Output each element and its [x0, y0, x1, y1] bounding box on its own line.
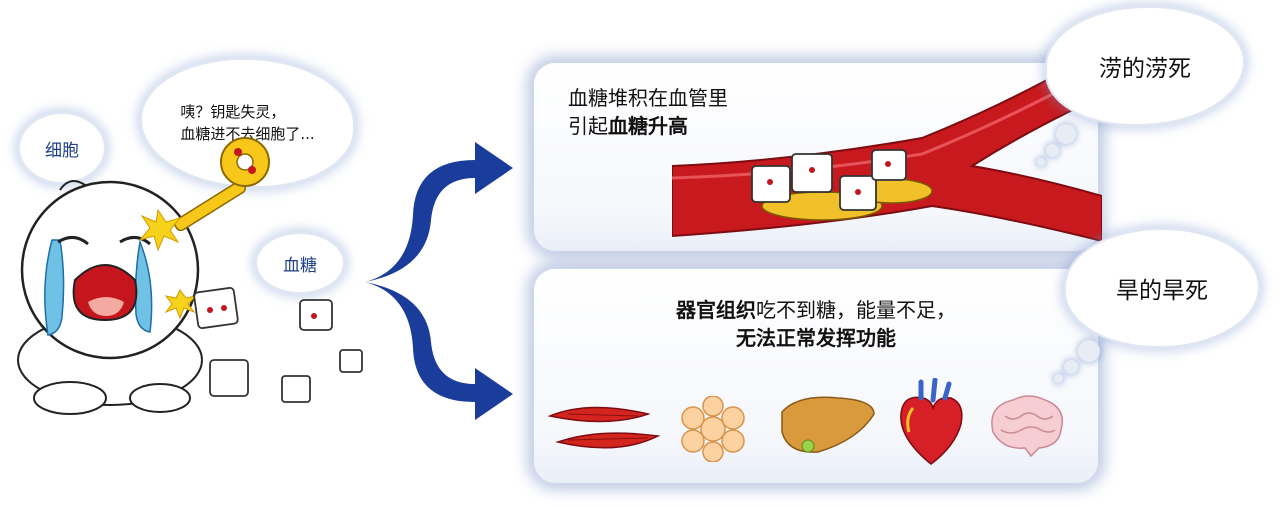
- key-icon: [174, 137, 270, 232]
- panel-top-line-2: 引起血糖升高: [568, 114, 688, 138]
- cloud-glucose-label: 血糖: [255, 232, 345, 294]
- thought-bottom-text: 旱的旱死: [1116, 278, 1208, 304]
- cell-label: 细胞: [45, 140, 79, 161]
- speech-line-2: 血糖进不去细胞了...: [180, 125, 315, 143]
- thought-dot: [1037, 158, 1045, 166]
- liver-icon: [781, 396, 875, 453]
- glucose-clump: [751, 149, 933, 221]
- cloud-cell-label: 细胞: [18, 112, 106, 184]
- thought-dot: [1078, 340, 1100, 362]
- thought-dot: [1056, 124, 1076, 144]
- thought-dot: [1064, 360, 1078, 374]
- crying-cell-illustration: [17, 137, 363, 415]
- thought-top-text: 涝的涝死: [1099, 56, 1191, 82]
- panel-top-emphasis: 血糖升高: [608, 114, 688, 138]
- panel-bottom-line-1: 器官组织吃不到糖，能量不足，: [676, 298, 956, 322]
- fat-cells-icon: [681, 396, 745, 462]
- panel-bottom-line-2: 无法正常发挥功能: [533, 324, 1099, 352]
- thought-cloud-bottom: 旱的旱死: [1064, 228, 1260, 348]
- speech-line-1: 咦？钥匙失灵，: [180, 103, 286, 121]
- glucose-label: 血糖: [283, 255, 317, 276]
- blood-vessel-illustration: [672, 66, 1102, 243]
- thought-dot: [1046, 144, 1059, 157]
- brain-icon: [991, 395, 1063, 458]
- thought-cloud-top: 涝的涝死: [1045, 6, 1245, 126]
- thought-dot: [1054, 374, 1063, 383]
- panel-bottom-emphasis-1: 器官组织: [676, 298, 756, 322]
- muscle-icon: [548, 406, 660, 449]
- panel-bottom-emphasis-2: 无法正常发挥功能: [736, 326, 896, 350]
- heart-icon: [900, 378, 963, 465]
- panel-bottom-text: 器官组织吃不到糖，能量不足， 无法正常发挥功能: [533, 296, 1099, 352]
- panel-top-line-1: 血糖堆积在血管里: [568, 86, 728, 110]
- arrow-down: [365, 282, 513, 420]
- branch-arrows: [365, 142, 513, 420]
- panel-top-text: 血糖堆积在血管里 引起血糖升高: [568, 84, 728, 140]
- sugar-cube-icons: [193, 287, 363, 403]
- arrow-up: [365, 142, 513, 282]
